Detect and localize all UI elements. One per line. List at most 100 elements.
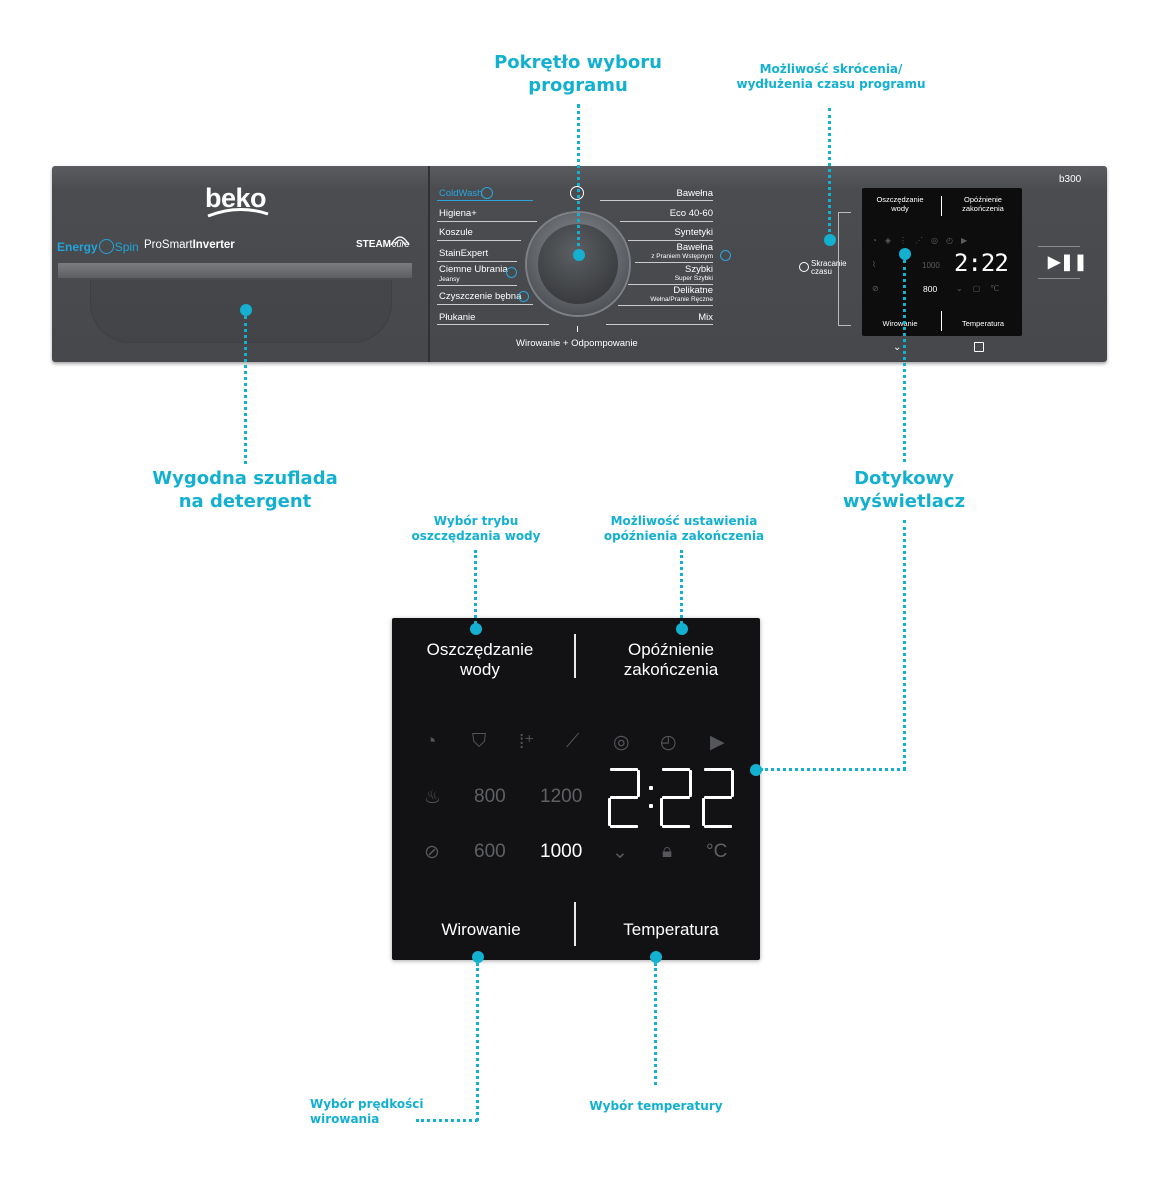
leader-line xyxy=(416,1119,478,1122)
program-stainexpert[interactable]: StainExpert xyxy=(439,248,489,259)
timer-icon[interactable]: ◴ xyxy=(660,732,677,753)
program-koszule[interactable]: Koszule xyxy=(439,227,473,238)
time-adjust-icon[interactable] xyxy=(799,262,809,272)
program-wirowanie-odpompowanie[interactable]: Wirowanie + Odpompowanie xyxy=(516,338,638,349)
small-rinse-icon: ⌇ xyxy=(872,260,876,269)
small-delay-end-label[interactable]: Opóźnienie zakończenia xyxy=(962,195,1004,213)
small-rpm-800: 800 xyxy=(923,284,938,294)
program-mix[interactable]: Mix xyxy=(698,312,713,323)
touch-display-closeup xyxy=(392,618,760,960)
rpm-1200[interactable]: 1200 xyxy=(540,786,583,807)
leader-line xyxy=(828,108,831,238)
temperature-label[interactable]: Temperatura xyxy=(623,920,719,939)
rpm-600[interactable]: 600 xyxy=(474,841,506,862)
rinse-icon[interactable]: ♨ xyxy=(424,787,442,808)
program-underline xyxy=(635,262,713,263)
program-underline xyxy=(600,200,713,201)
program-underline xyxy=(620,221,713,222)
callout-dot xyxy=(750,764,762,776)
small-spin-label[interactable]: Wirowanie xyxy=(882,319,918,328)
program-underline xyxy=(628,240,713,241)
leader-line xyxy=(476,963,479,1121)
small-water-saving-label[interactable]: Oszczędzanie wody xyxy=(876,195,924,213)
leaf-icon xyxy=(98,239,114,254)
program-delikatne-sub: Wełna/Pranie Ręczne xyxy=(650,296,713,303)
leader-line xyxy=(577,104,580,254)
spin-label: Spin xyxy=(114,240,139,254)
child-lock-icon[interactable]: 🔒︎ xyxy=(662,841,673,862)
steamcure-logo: STEAMcure xyxy=(356,239,410,250)
program-plukanie[interactable]: Płukanie xyxy=(439,312,476,323)
cure-label: cure xyxy=(392,239,410,249)
leader-line xyxy=(903,520,906,770)
small-time-readout: 2:22 xyxy=(954,249,1009,277)
callout-program-dial: Pokrętło wyboru programu xyxy=(494,52,662,96)
water-drop-shield-icon[interactable]: ⛉ xyxy=(472,731,487,752)
no-spin-icon[interactable]: ⊘ xyxy=(424,842,440,863)
hanger-icon[interactable]: ⟋ xyxy=(566,731,580,752)
program-underline xyxy=(437,240,521,241)
time-readout xyxy=(608,768,736,828)
program-delikatne[interactable]: Delikatne xyxy=(673,285,713,296)
program-szybki[interactable]: Szybki xyxy=(685,264,713,275)
program-higiena[interactable]: Higiena+ xyxy=(439,208,477,219)
callout-dot xyxy=(899,248,911,260)
water-saving-label[interactable]: Oszczędzanie wody xyxy=(426,640,534,679)
leader-line xyxy=(903,260,906,462)
callout-temperature: Wybór temperatury xyxy=(589,1099,723,1113)
spin-label[interactable]: Wirowanie xyxy=(441,920,521,939)
callout-dot xyxy=(650,951,662,963)
play-pause-icon[interactable]: ▶❚❚ xyxy=(1048,254,1088,271)
coldwash-icon xyxy=(518,291,529,302)
rpm-1000[interactable]: 1000 xyxy=(540,841,583,862)
small-rpm-1000: 1000 xyxy=(922,261,940,270)
program-underline xyxy=(437,200,533,201)
prosmart-label: ProSmart xyxy=(144,239,193,251)
callout-touch-display: Dotykowy wyświetlacz xyxy=(842,468,966,512)
program-czyszczenie-bebna[interactable]: Czyszczenie bębna xyxy=(439,291,522,302)
steam-plus-icon[interactable]: ⁞⁺ xyxy=(519,732,535,753)
time-adjust-label-1[interactable]: Skracanie xyxy=(811,259,847,268)
inverter-label: Inverter xyxy=(192,239,235,251)
brand-logo: beko xyxy=(205,183,267,213)
program-underline xyxy=(437,261,517,262)
steam-label: STEAM xyxy=(356,239,391,250)
small-icon-row: ◔◈⋮⋰◎◴▶ xyxy=(872,236,976,245)
small-no-spin-icon: ⊘ xyxy=(872,284,879,293)
small-display-sep xyxy=(941,311,942,331)
callout-delay-end: Możliwość ustawienia opóźnienia zakończe… xyxy=(603,514,765,543)
small-touch-display[interactable] xyxy=(862,188,1022,336)
coldwash-icon xyxy=(481,187,493,199)
program-coldwash[interactable]: ColdWash xyxy=(439,188,483,199)
program-bawelna-pre[interactable]: Bawełna xyxy=(676,242,713,253)
lock-icon[interactable]: ◎ xyxy=(613,732,630,753)
program-syntetyki[interactable]: Syntetyki xyxy=(674,227,713,238)
callout-dot xyxy=(676,623,688,635)
play-icon[interactable]: ▶ xyxy=(710,732,725,753)
small-temperature-label[interactable]: Temperatura xyxy=(961,319,1005,328)
callout-dot xyxy=(573,249,585,261)
delay-end-label[interactable]: Opóźnienie zakończenia xyxy=(623,640,719,679)
small-bottom-icons: ⌄▢℃ xyxy=(956,284,1010,293)
rpm-800[interactable]: 800 xyxy=(474,786,506,807)
program-ciemne-ubrania[interactable]: Ciemne Ubrania xyxy=(439,264,508,275)
panel-divider xyxy=(428,166,430,362)
small-display-sep xyxy=(941,196,942,216)
coldwash-icon xyxy=(506,267,517,278)
coldwash-icon xyxy=(720,250,731,261)
leader-line xyxy=(680,550,683,624)
drain-icon[interactable]: ⌄ xyxy=(612,842,628,863)
quick-wash-icon[interactable]: ◔ xyxy=(425,731,437,752)
program-bawelna[interactable]: Bawełna xyxy=(676,188,713,199)
detergent-drawer-handle[interactable] xyxy=(58,263,412,278)
celsius-label[interactable]: °C xyxy=(706,841,728,862)
leader-line xyxy=(474,550,477,624)
display-separator xyxy=(574,902,576,946)
play-pause-separator xyxy=(1038,246,1080,247)
model-label: b300 xyxy=(1059,174,1082,185)
drain-icon: ⌄ xyxy=(893,342,902,353)
program-eco[interactable]: Eco 40-60 xyxy=(669,208,713,219)
pro-smart-inverter-logo: ProSmartInverter xyxy=(144,239,235,251)
play-pause-separator xyxy=(1038,278,1080,279)
time-adjust-label-2[interactable]: czasu xyxy=(811,267,832,276)
